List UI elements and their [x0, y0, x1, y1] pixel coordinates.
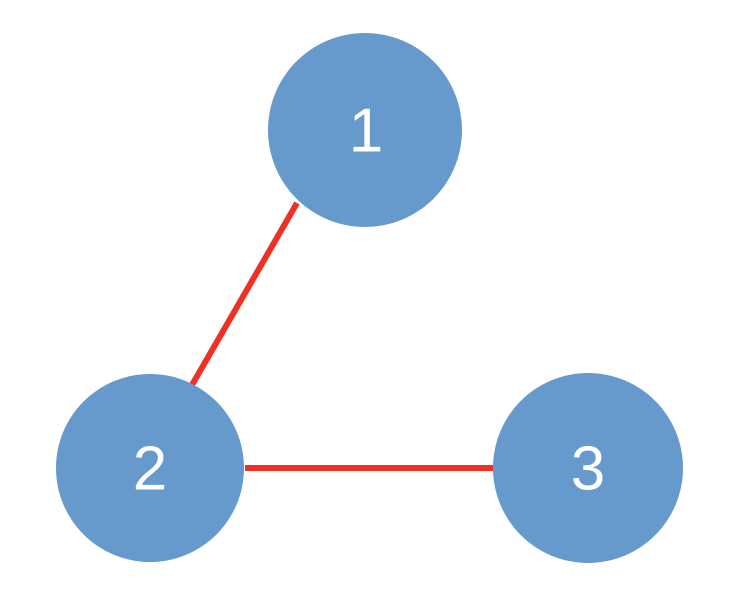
node-2[interactable]: 2 [56, 374, 244, 562]
node-2-label: 2 [133, 435, 167, 504]
node-3-label: 3 [571, 435, 605, 504]
node-3-circle[interactable] [493, 373, 683, 563]
node-1[interactable]: 1 [268, 33, 462, 227]
edge-2-1[interactable] [189, 201, 300, 387]
node-1-circle[interactable] [268, 33, 462, 227]
node-1-label: 1 [349, 97, 383, 166]
node-2-circle[interactable] [56, 374, 244, 562]
node-3[interactable]: 3 [493, 373, 683, 563]
edges-layer [189, 201, 495, 471]
nodes-layer: 1 2 3 [56, 33, 683, 563]
